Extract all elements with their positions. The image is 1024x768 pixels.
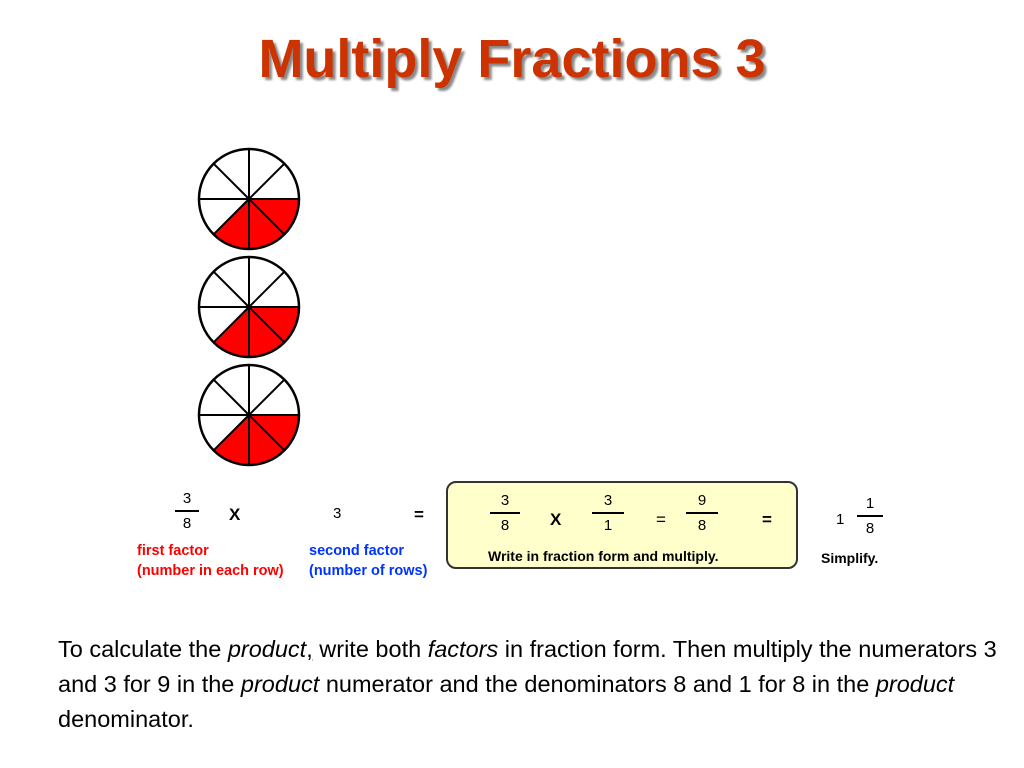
- simplify-caption: Simplify.: [821, 550, 879, 566]
- circle-outline: [197, 255, 301, 359]
- first-factor-label-line2: (number in each row): [137, 563, 284, 579]
- filled-slice: [249, 415, 285, 465]
- box-fraction-a: 3 8: [490, 492, 520, 534]
- box-fraction-a-denominator: 8: [500, 517, 510, 534]
- filled-slice: [213, 199, 249, 249]
- circle-outline: [197, 147, 301, 251]
- box-fraction-b-numerator: 3: [603, 492, 613, 509]
- filled-slice: [249, 199, 285, 249]
- fraction-bar: [490, 512, 520, 514]
- first-factor-numerator: 3: [182, 490, 192, 507]
- term-product: product: [227, 636, 307, 662]
- filled-slice: [249, 199, 299, 235]
- first-factor-fraction: 3 8: [172, 490, 202, 532]
- filled-slice: [213, 415, 249, 465]
- second-factor-label-line1: second factor: [309, 543, 405, 559]
- box-equals-sign-2: =: [762, 510, 772, 529]
- fraction-form-box: [446, 481, 798, 569]
- slice-line: [248, 414, 286, 452]
- second-factor-label: second factor (number of rows): [309, 541, 427, 581]
- box-caption: Write in fraction form and multiply.: [488, 548, 719, 564]
- fraction-circle: [197, 147, 301, 251]
- slice-line: [248, 198, 286, 236]
- box-fraction-b: 3 1: [592, 492, 624, 534]
- box-times-sign: X: [550, 510, 562, 529]
- result-numerator: 1: [865, 495, 875, 512]
- slice-line: [248, 378, 286, 416]
- fraction-bar: [592, 512, 624, 514]
- second-factor: 3: [333, 505, 342, 522]
- fraction-circle: [197, 255, 301, 359]
- filled-slice: [213, 307, 249, 357]
- slice-line: [248, 306, 286, 344]
- page-title: Multiply Fractions 3: [258, 29, 766, 89]
- slice-line: [248, 270, 286, 308]
- slice-line: [212, 162, 250, 200]
- slice-line: [212, 198, 250, 236]
- explanation-paragraph: To calculate the product, write both fac…: [58, 632, 1018, 737]
- result-denominator: 8: [865, 520, 875, 537]
- para-text: denominator.: [58, 706, 194, 732]
- filled-slice: [249, 307, 285, 357]
- box-fraction-a-numerator: 3: [500, 492, 510, 509]
- first-factor-denominator: 8: [182, 515, 192, 532]
- box-fraction-c: 9 8: [686, 492, 718, 534]
- fraction-bar: [175, 510, 199, 512]
- filled-slice: [249, 307, 299, 343]
- para-text: numerator and the denominators 8 and 1 f…: [319, 671, 876, 697]
- fraction-circles: [197, 147, 301, 467]
- fraction-bar: [857, 515, 883, 517]
- slice-line: [212, 378, 250, 416]
- para-text: To calculate the: [58, 636, 228, 662]
- para-text: in fraction form. Then multiply the nume…: [58, 636, 997, 697]
- box-equals-sign-1: =: [656, 510, 666, 529]
- equals-sign: =: [414, 505, 424, 524]
- result-fraction: 1 8: [857, 495, 883, 537]
- fraction-circle: [197, 363, 301, 467]
- result-whole: 1: [836, 511, 845, 528]
- slice-line: [248, 162, 286, 200]
- circle-outline: [197, 363, 301, 467]
- fraction-bar: [686, 512, 718, 514]
- para-text: write both: [312, 636, 428, 662]
- first-factor-label: first factor (number in each row): [137, 541, 284, 581]
- term-factors: factors: [427, 636, 499, 662]
- term-product: product: [240, 671, 320, 697]
- filled-slice: [249, 415, 299, 451]
- box-fraction-b-denominator: 1: [603, 517, 613, 534]
- slice-line: [212, 306, 250, 344]
- slice-line: [212, 270, 250, 308]
- term-product: product: [875, 671, 955, 697]
- first-factor-label-line1: first factor: [137, 543, 209, 559]
- second-factor-label-line2: (number of rows): [309, 563, 428, 579]
- para-comma: ,: [306, 636, 313, 662]
- box-fraction-c-denominator: 8: [697, 517, 707, 534]
- slice-line: [212, 414, 250, 452]
- times-sign: X: [229, 505, 241, 524]
- box-fraction-c-numerator: 9: [697, 492, 707, 509]
